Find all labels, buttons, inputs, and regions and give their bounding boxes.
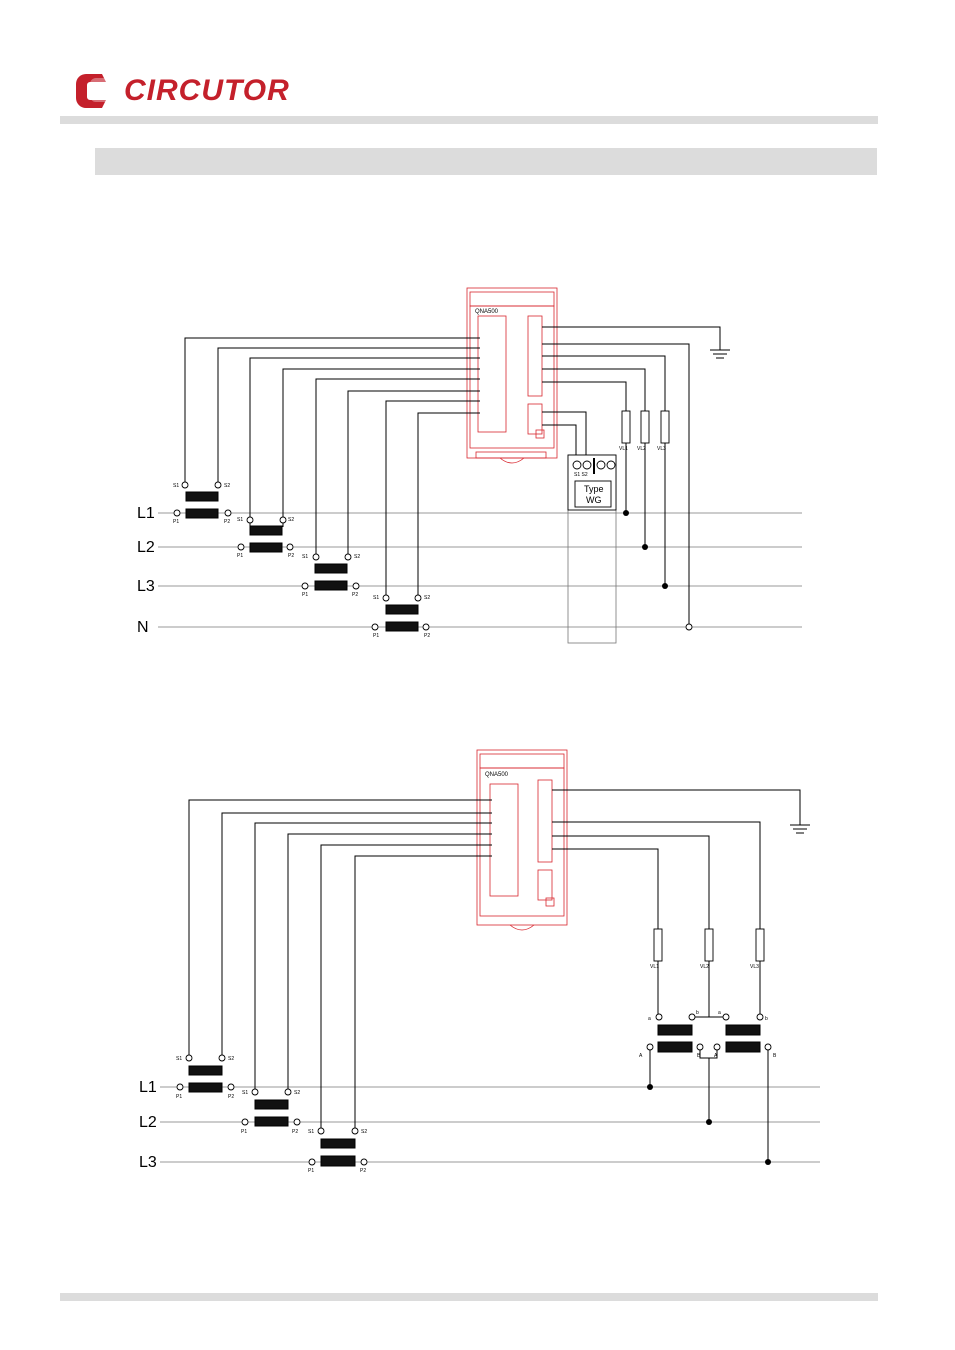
header-divider [60,116,878,124]
fuse-vl3: VL3 [657,410,670,452]
brand-name: CIRCUTOR [124,74,290,107]
footer-divider [60,1293,878,1301]
svg-text:P1: P1 [302,592,308,598]
svg-text:a: a [718,1010,721,1016]
svg-text:B: B [773,1053,777,1059]
svg-text:S1: S1 [302,554,308,560]
svg-text:P2: P2 [224,519,230,525]
device-title: QNA500 [485,772,509,778]
fuse-vl1: VL1 [650,928,663,970]
svg-text:Type: Type [584,484,604,494]
line-label-l2: L2 [139,1114,157,1131]
svg-text:P2: P2 [360,1168,366,1174]
svg-text:S1 S2: S1 S2 [574,472,588,478]
svg-text:WG: WG [586,495,602,505]
circutor-logo-icon [76,74,112,108]
fuse-vl1: VL1 [619,410,631,452]
svg-text:S1: S1 [173,483,179,489]
svg-text:P2: P2 [352,592,358,598]
current-transformer-l3: S1 S2 P1 P2 [301,553,360,598]
current-transformer-l2: S1 S2 P1 P2 [241,1088,301,1135]
section-heading-bar [95,148,877,175]
svg-text:B: B [697,1053,701,1059]
svg-text:S2: S2 [294,1090,300,1096]
svg-text:P1: P1 [308,1168,314,1174]
current-transformer-l3: S1 S2 P1 P2 [308,1127,368,1174]
svg-text:S1: S1 [237,517,243,523]
svg-text:VL3: VL3 [750,964,759,970]
svg-text:P1: P1 [237,553,243,559]
svg-text:S1: S1 [176,1056,182,1062]
line-label-l2: L2 [137,539,155,556]
svg-text:S2: S2 [228,1056,234,1062]
svg-text:S1: S1 [242,1090,248,1096]
svg-text:b: b [696,1010,699,1016]
current-transformer-l1: S1 S2 P1 P2 [176,1054,235,1100]
svg-text:P2: P2 [288,553,294,559]
line-label-l1: L1 [139,1079,157,1096]
voltage-transformer-2: a b A B [713,1010,777,1059]
svg-text:P1: P1 [176,1094,182,1100]
svg-text:VL2: VL2 [700,964,709,970]
svg-text:b: b [765,1016,768,1022]
svg-text:A: A [639,1053,643,1059]
svg-text:P2: P2 [292,1129,298,1135]
fuse-vl2: VL2 [700,928,714,970]
svg-text:a: a [648,1016,651,1022]
svg-text:A: A [714,1053,718,1059]
line-label-l3: L3 [137,578,155,595]
svg-text:VL1: VL1 [650,964,659,970]
svg-text:P1: P1 [373,633,379,639]
line-label-l1: L1 [137,505,155,522]
svg-text:S2: S2 [361,1129,367,1135]
svg-text:P1: P1 [173,519,179,525]
fuse-vl2: VL2 [637,410,650,452]
current-transformer-l2: S1 S2 P1 P2 [237,516,294,559]
device-title: QNA500 [475,309,499,315]
svg-text:VL2: VL2 [637,446,646,452]
current-transformer-n: S1 S2 P1 P2 [371,594,430,639]
svg-text:P2: P2 [424,633,430,639]
svg-text:P2: P2 [228,1094,234,1100]
svg-text:S2: S2 [424,595,430,601]
line-label-n: N [137,619,149,636]
leakage-transformer-wg: S1 S2 Type WG [542,411,617,644]
current-transformer-l1: S1 S2 P1 P2 [173,481,232,525]
svg-text:S2: S2 [288,517,294,523]
svg-text:VL1: VL1 [619,446,628,452]
svg-text:S2: S2 [224,483,230,489]
svg-text:S1: S1 [373,595,379,601]
fuse-vl3: VL3 [750,928,765,970]
line-label-l3: L3 [139,1154,157,1171]
analyzer-device-2: QNA500 [476,749,568,931]
svg-text:S1: S1 [308,1129,314,1135]
svg-text:S2: S2 [354,554,360,560]
voltage-transformer-1: a b A B [639,1010,704,1059]
svg-text:P1: P1 [241,1129,247,1135]
svg-text:VL3: VL3 [657,446,666,452]
